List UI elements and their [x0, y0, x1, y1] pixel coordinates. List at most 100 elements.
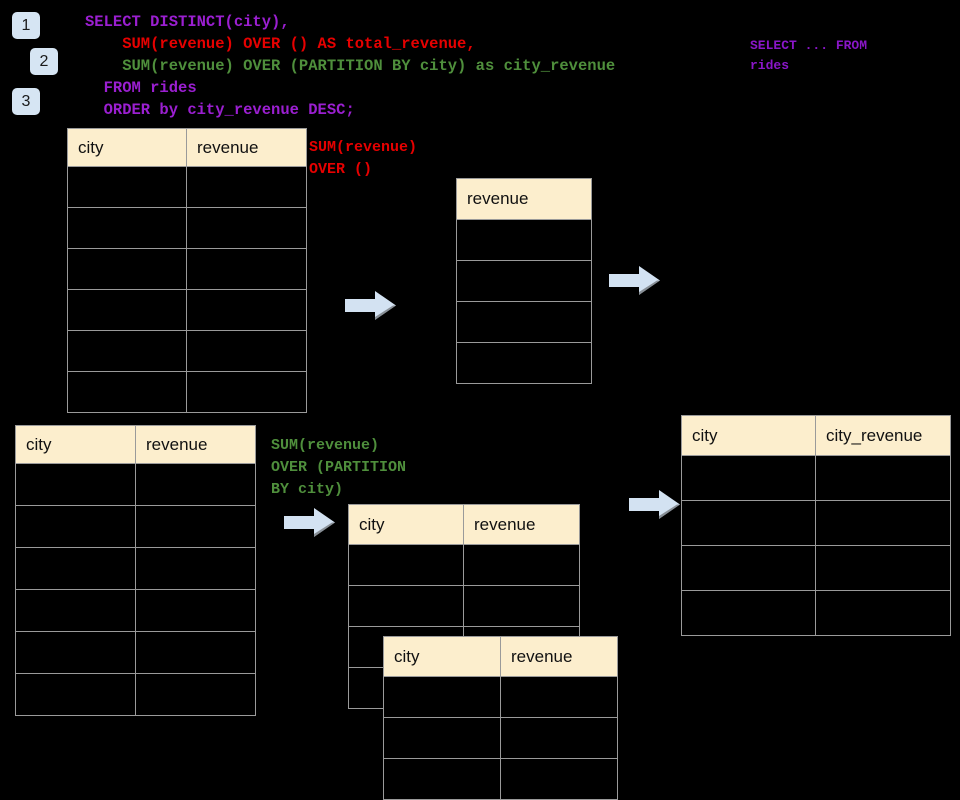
- cell-city-revenue[interactable]: [815, 455, 951, 501]
- cell-city[interactable]: [383, 676, 501, 718]
- table-row[interactable]: [15, 673, 256, 716]
- cell-revenue[interactable]: [135, 631, 256, 674]
- cell-city[interactable]: [15, 631, 136, 674]
- table-header-row: city city_revenue: [681, 415, 951, 456]
- cell-revenue[interactable]: [456, 260, 592, 302]
- table-header-row: city revenue: [15, 425, 256, 464]
- cell-revenue[interactable]: [500, 758, 618, 800]
- cell-revenue[interactable]: [186, 166, 307, 208]
- step-badge-2[interactable]: 2: [30, 48, 58, 75]
- sql-line-order-by: ORDER by city_revenue DESC;: [85, 101, 355, 119]
- cell-revenue[interactable]: [135, 547, 256, 590]
- cell-revenue[interactable]: [456, 219, 592, 261]
- cell-revenue[interactable]: [186, 248, 307, 290]
- cell-city[interactable]: [348, 585, 464, 627]
- cell-revenue[interactable]: [135, 505, 256, 548]
- table-header-row: revenue: [456, 178, 592, 220]
- cell-revenue[interactable]: [456, 342, 592, 384]
- table-row[interactable]: [681, 455, 951, 501]
- cell-revenue[interactable]: [500, 676, 618, 718]
- table-row[interactable]: [67, 207, 307, 249]
- column-header-city: city: [67, 128, 187, 167]
- table-header-row: city revenue: [383, 636, 618, 677]
- cell-city[interactable]: [15, 505, 136, 548]
- cell-revenue[interactable]: [456, 301, 592, 343]
- cell-city[interactable]: [67, 371, 187, 413]
- table-row[interactable]: [456, 301, 592, 343]
- cell-city-revenue[interactable]: [815, 545, 951, 591]
- annotation-source-query: SELECT ... FROM rides: [750, 38, 868, 73]
- column-header-city: city: [383, 636, 501, 677]
- cell-city[interactable]: [681, 500, 816, 546]
- table-row[interactable]: [67, 371, 307, 413]
- table-row[interactable]: [681, 590, 951, 636]
- table-row[interactable]: [15, 505, 256, 548]
- table-row[interactable]: [67, 289, 307, 331]
- table-row[interactable]: [15, 631, 256, 674]
- cell-city[interactable]: [67, 248, 187, 290]
- cell-city[interactable]: [681, 455, 816, 501]
- table-row[interactable]: [67, 330, 307, 372]
- annotation-city-revenue: SUM(revenue) OVER (PARTITION BY city): [271, 437, 407, 498]
- cell-city[interactable]: [15, 589, 136, 632]
- column-header-city: city: [15, 425, 136, 464]
- cell-revenue[interactable]: [186, 371, 307, 413]
- arrow-bottom-left: [284, 508, 335, 537]
- step-badge-1[interactable]: 1: [12, 12, 40, 39]
- column-header-revenue: revenue: [500, 636, 618, 677]
- cell-city[interactable]: [348, 544, 464, 586]
- column-header-city-revenue: city_revenue: [815, 415, 951, 456]
- table-row[interactable]: [67, 166, 307, 208]
- cell-city[interactable]: [681, 590, 816, 636]
- cell-revenue[interactable]: [463, 544, 580, 586]
- cell-city[interactable]: [383, 758, 501, 800]
- cell-city[interactable]: [67, 166, 187, 208]
- cell-revenue[interactable]: [500, 717, 618, 759]
- table-row[interactable]: [456, 219, 592, 261]
- table-result: city city_revenue: [681, 415, 951, 636]
- table-row[interactable]: [383, 758, 618, 800]
- cell-revenue[interactable]: [135, 589, 256, 632]
- cell-revenue[interactable]: [135, 463, 256, 506]
- cell-revenue[interactable]: [186, 330, 307, 372]
- table-row[interactable]: [15, 547, 256, 590]
- table-row[interactable]: [15, 463, 256, 506]
- table-row[interactable]: [348, 585, 580, 627]
- cell-revenue[interactable]: [135, 673, 256, 716]
- cell-revenue[interactable]: [186, 207, 307, 249]
- cell-city[interactable]: [67, 207, 187, 249]
- step-badge-3[interactable]: 3: [12, 88, 40, 115]
- table-row[interactable]: [456, 260, 592, 302]
- cell-city[interactable]: [15, 547, 136, 590]
- cell-city[interactable]: [67, 289, 187, 331]
- sql-line-select: SELECT DISTINCT(city),: [85, 13, 290, 31]
- table-row[interactable]: [681, 500, 951, 546]
- sql-line-city-revenue: SUM(revenue) OVER (PARTITION BY city) as…: [85, 57, 616, 75]
- table-row[interactable]: [67, 248, 307, 290]
- table-rides-top: city revenue: [67, 128, 307, 413]
- cell-city[interactable]: [67, 330, 187, 372]
- arrow-top-right: [609, 266, 660, 295]
- cell-city[interactable]: [383, 717, 501, 759]
- sql-line-from: FROM rides: [85, 79, 197, 97]
- table-row[interactable]: [681, 545, 951, 591]
- arrow-bottom-right: [629, 490, 680, 519]
- table-row[interactable]: [383, 676, 618, 718]
- table-row[interactable]: [383, 717, 618, 759]
- sql-line-total-revenue: SUM(revenue) OVER () AS total_revenue,: [85, 35, 476, 53]
- table-row[interactable]: [348, 544, 580, 586]
- cell-revenue[interactable]: [186, 289, 307, 331]
- cell-city[interactable]: [15, 673, 136, 716]
- table-header-row: city revenue: [67, 128, 307, 167]
- cell-revenue[interactable]: [463, 585, 580, 627]
- cell-city-revenue[interactable]: [815, 500, 951, 546]
- cell-city[interactable]: [681, 545, 816, 591]
- table-row[interactable]: [456, 342, 592, 384]
- table-header-row: city revenue: [348, 504, 580, 545]
- cell-city-revenue[interactable]: [815, 590, 951, 636]
- table-row[interactable]: [15, 589, 256, 632]
- column-header-revenue: revenue: [456, 178, 592, 220]
- cell-city[interactable]: [15, 463, 136, 506]
- table-rides-bottom: city revenue: [15, 425, 256, 716]
- step-badge-2-label: 2: [39, 52, 49, 70]
